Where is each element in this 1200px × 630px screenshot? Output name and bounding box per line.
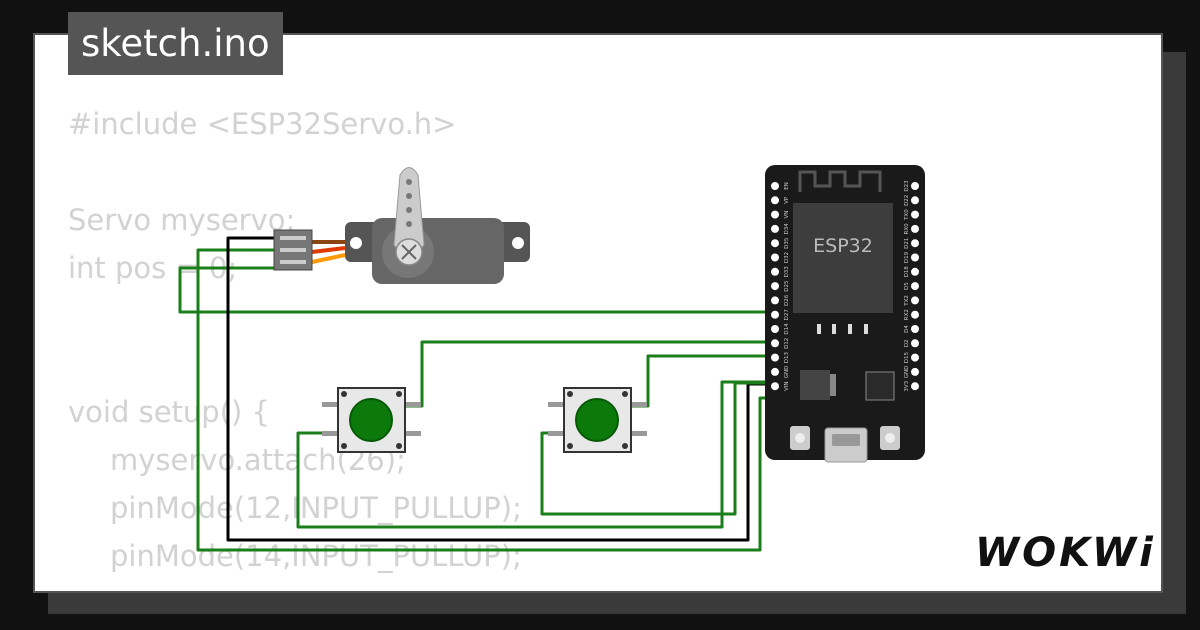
pin-left-d25[interactable] [771, 282, 779, 291]
pin-left-vin[interactable] [771, 382, 779, 391]
pin-label: D15 [904, 351, 910, 363]
pin-left-d13[interactable] [771, 353, 779, 362]
pin-label: D2 [904, 339, 910, 347]
wire-button1-gnd [296, 380, 775, 529]
pin-left-vp[interactable] [771, 196, 779, 205]
pin-right-rx0[interactable] [911, 224, 919, 233]
code-line: pinMode(12,INPUT_PULLUP); [110, 491, 522, 525]
pin-right-d23[interactable] [911, 182, 919, 190]
pin-right-d19[interactable] [911, 253, 919, 262]
pin-label: D13 [784, 351, 790, 363]
pin-label: GND [904, 366, 910, 379]
code-preview: #include <ESP32Servo.h>Servo myservo;int… [68, 100, 522, 580]
pin-left-d27[interactable] [771, 310, 779, 319]
pin-right-3v3[interactable] [911, 382, 919, 391]
pin-right-d22[interactable] [911, 196, 919, 205]
antenna-trace [798, 170, 882, 192]
pin-label: TX2 [904, 295, 910, 307]
pin-left-d26[interactable] [771, 296, 779, 305]
pin-right-d5[interactable] [911, 282, 919, 291]
pin-right-d21[interactable] [911, 239, 919, 248]
pin-label: D19 [904, 251, 910, 263]
code-line: pinMode(14,INPUT_PULLUP); [110, 539, 522, 573]
pin-label: EN [784, 182, 790, 190]
pin-left-en[interactable] [771, 182, 779, 190]
voltage-regulator [800, 370, 830, 400]
wire-servo-vcc [196, 248, 775, 552]
pin-left-d32[interactable] [771, 253, 779, 262]
pin-right-d2[interactable] [911, 339, 919, 348]
pin-label: D34 [784, 223, 790, 235]
pin-label: D14 [784, 323, 790, 335]
pin-label: D5 [904, 282, 910, 290]
pin-label: D23 [904, 180, 910, 192]
pin-left-d34[interactable] [771, 224, 779, 233]
pin-label: VN [784, 211, 790, 219]
esp32-chip [793, 203, 893, 313]
servo-motor [273, 167, 530, 284]
code-line: void setup() { [68, 395, 270, 429]
pin-right-d15[interactable] [911, 353, 919, 362]
code-line: #include <ESP32Servo.h> [68, 107, 457, 141]
pin-right-d4[interactable] [911, 325, 919, 333]
usb-serial-chip [865, 371, 895, 401]
pin-right-rx2[interactable] [911, 310, 919, 319]
pin-right-tx0[interactable] [911, 210, 919, 219]
pin-label: D18 [904, 266, 910, 278]
pin-label: D12 [784, 338, 790, 349]
pin-label: TX0 [904, 209, 910, 221]
pin-label: D32 [784, 252, 790, 263]
pin-label: VP [784, 196, 790, 204]
pin-label: RX0 [904, 223, 910, 235]
pin-left-d12[interactable] [771, 339, 779, 348]
esp32-chip-label: ESP32 [813, 235, 873, 257]
pin-label: D21 [904, 238, 910, 249]
pin-label: D35 [784, 237, 790, 249]
pin-left-d35[interactable] [771, 239, 779, 248]
pin-label: D25 [784, 280, 790, 292]
pushbutton-2 [548, 387, 647, 453]
pin-right-gnd[interactable] [911, 367, 919, 376]
pin-left-gnd[interactable] [771, 367, 779, 376]
wires [178, 236, 775, 552]
wire-button2-gnd [540, 381, 775, 516]
pin-right-tx2[interactable] [911, 296, 919, 305]
pin-left-d33[interactable] [771, 267, 779, 276]
code-line: Servo myservo; [68, 203, 296, 237]
wire-servo-gnd [226, 236, 775, 542]
wokwi-logo: WOKWi [975, 530, 1156, 576]
wire-servo-signal [178, 266, 775, 314]
pin-left-vn[interactable] [771, 210, 779, 219]
esp32-board: ESP32 ENVPVND34D35D32D33D25D26D27D14D12D… [765, 165, 925, 463]
pin-label: D26 [784, 294, 790, 306]
pin-right-d18[interactable] [911, 267, 919, 276]
pin-label: D22 [904, 195, 910, 206]
pushbutton-1 [322, 387, 421, 453]
pin-label: GND [784, 366, 790, 379]
pin-label: 3V3 [904, 380, 910, 391]
pin-left-d14[interactable] [771, 325, 779, 333]
pin-label: D27 [784, 309, 790, 321]
pin-label: VIN [784, 381, 790, 391]
pin-label: RX2 [904, 309, 910, 320]
pin-label: D4 [904, 325, 910, 333]
file-tab[interactable]: sketch.ino [68, 12, 283, 75]
pin-label: D33 [784, 266, 790, 278]
